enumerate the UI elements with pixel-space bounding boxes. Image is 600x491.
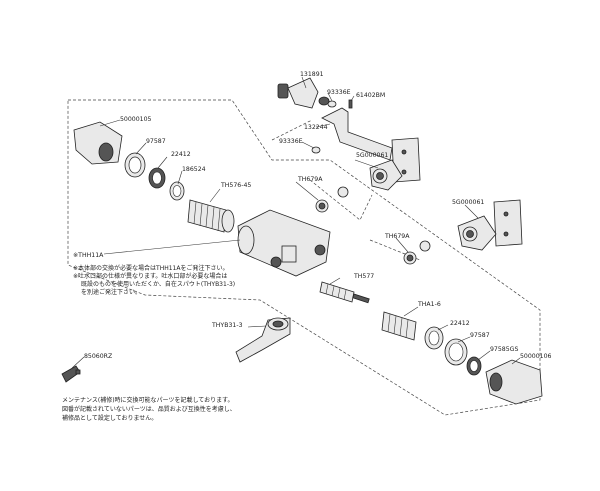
label-93336e-mid: 93336E xyxy=(279,138,303,145)
label-131891: 131891 xyxy=(300,71,324,78)
key-85060rz xyxy=(61,365,81,383)
label-22412-left: 22412 xyxy=(171,151,191,158)
oring-near-th679a-right xyxy=(419,240,431,252)
label-97587-left: 97587 xyxy=(146,138,166,145)
label-thyb31-3: THYB31-3 xyxy=(211,322,243,329)
valve-5g000061-a xyxy=(369,159,403,191)
screw-61402bm xyxy=(348,99,353,109)
valve-5g000061-b xyxy=(457,215,497,251)
label-th576-45: TH576-45 xyxy=(220,182,251,189)
ring-97585gs xyxy=(466,356,482,376)
connection-dashed-line xyxy=(271,119,421,261)
label-thh11a: ※THH11A xyxy=(73,252,104,259)
cartridge-tha1-6 xyxy=(381,311,417,341)
fitting-th679a-right xyxy=(403,251,417,265)
label-85060rz: 85060RZ xyxy=(84,353,112,360)
oring-near-th679a-left xyxy=(337,186,349,198)
ring-186524 xyxy=(169,181,185,201)
ring-22412-left xyxy=(148,167,166,189)
label-th577: TH577 xyxy=(353,273,374,280)
cartridge-th576-45 xyxy=(187,199,235,233)
main-body-thh11a xyxy=(237,209,331,277)
footer-line-3: 補修品として設定しておりません。 xyxy=(62,414,157,422)
leader-lines xyxy=(71,76,521,369)
label-50000106: 50000106 xyxy=(520,353,552,360)
label-5g000061-b: 5G000061 xyxy=(452,199,484,206)
fitting-th679a-left xyxy=(315,199,329,213)
label-93336e-top: 93336E xyxy=(327,89,351,96)
part-50000106 xyxy=(485,359,543,405)
label-61402bm: 61402BM xyxy=(356,92,385,99)
ring-22412-right xyxy=(424,326,444,350)
part-th577 xyxy=(319,281,370,304)
label-5g000061-a: 5G000061 xyxy=(356,152,388,159)
label-186524: 186524 xyxy=(182,166,206,173)
bracket-right xyxy=(493,199,523,247)
spout-thyb31-3 xyxy=(235,317,291,363)
part-50000105 xyxy=(73,121,123,165)
ring-97587-left xyxy=(124,152,146,178)
label-50000105: 50000105 xyxy=(120,116,152,123)
label-tha1-6: THA1-6 xyxy=(417,301,441,308)
label-97585gs: 97585GS xyxy=(490,346,518,353)
note-line-3: 既設のものを使用いただくか、自在スパウト(THYB31-3) xyxy=(81,280,235,288)
label-132244: 132244 xyxy=(304,124,328,131)
assembly-outline xyxy=(67,99,541,416)
label-th679a-left: TH679A xyxy=(297,176,323,183)
label-th679a-right: TH679A xyxy=(384,233,410,240)
note-line-2: ※吐水口部の仕様が異なります。吐水口部が必要な場合は xyxy=(73,272,227,280)
part-131891 xyxy=(277,77,330,109)
ring-97587-right xyxy=(444,338,468,366)
label-97587-right: 97587 xyxy=(470,332,490,339)
label-22412-right: 22412 xyxy=(450,320,470,327)
note-line-4: を別途ご発注下さい。 xyxy=(81,288,141,296)
footer-line-2: 図番が記載されていないパーツは、品質および互換性を考慮し、 xyxy=(62,405,236,413)
oring-93336e-top xyxy=(327,100,337,108)
oring-93336e-mid xyxy=(311,146,321,154)
footer-line-1: メンテナンス(補修)時に交換可能なパーツを記載しております。 xyxy=(62,396,233,404)
note-line-1: ※本体部の交換が必要な場合はTHH11Aをご発注下さい。 xyxy=(73,264,228,272)
